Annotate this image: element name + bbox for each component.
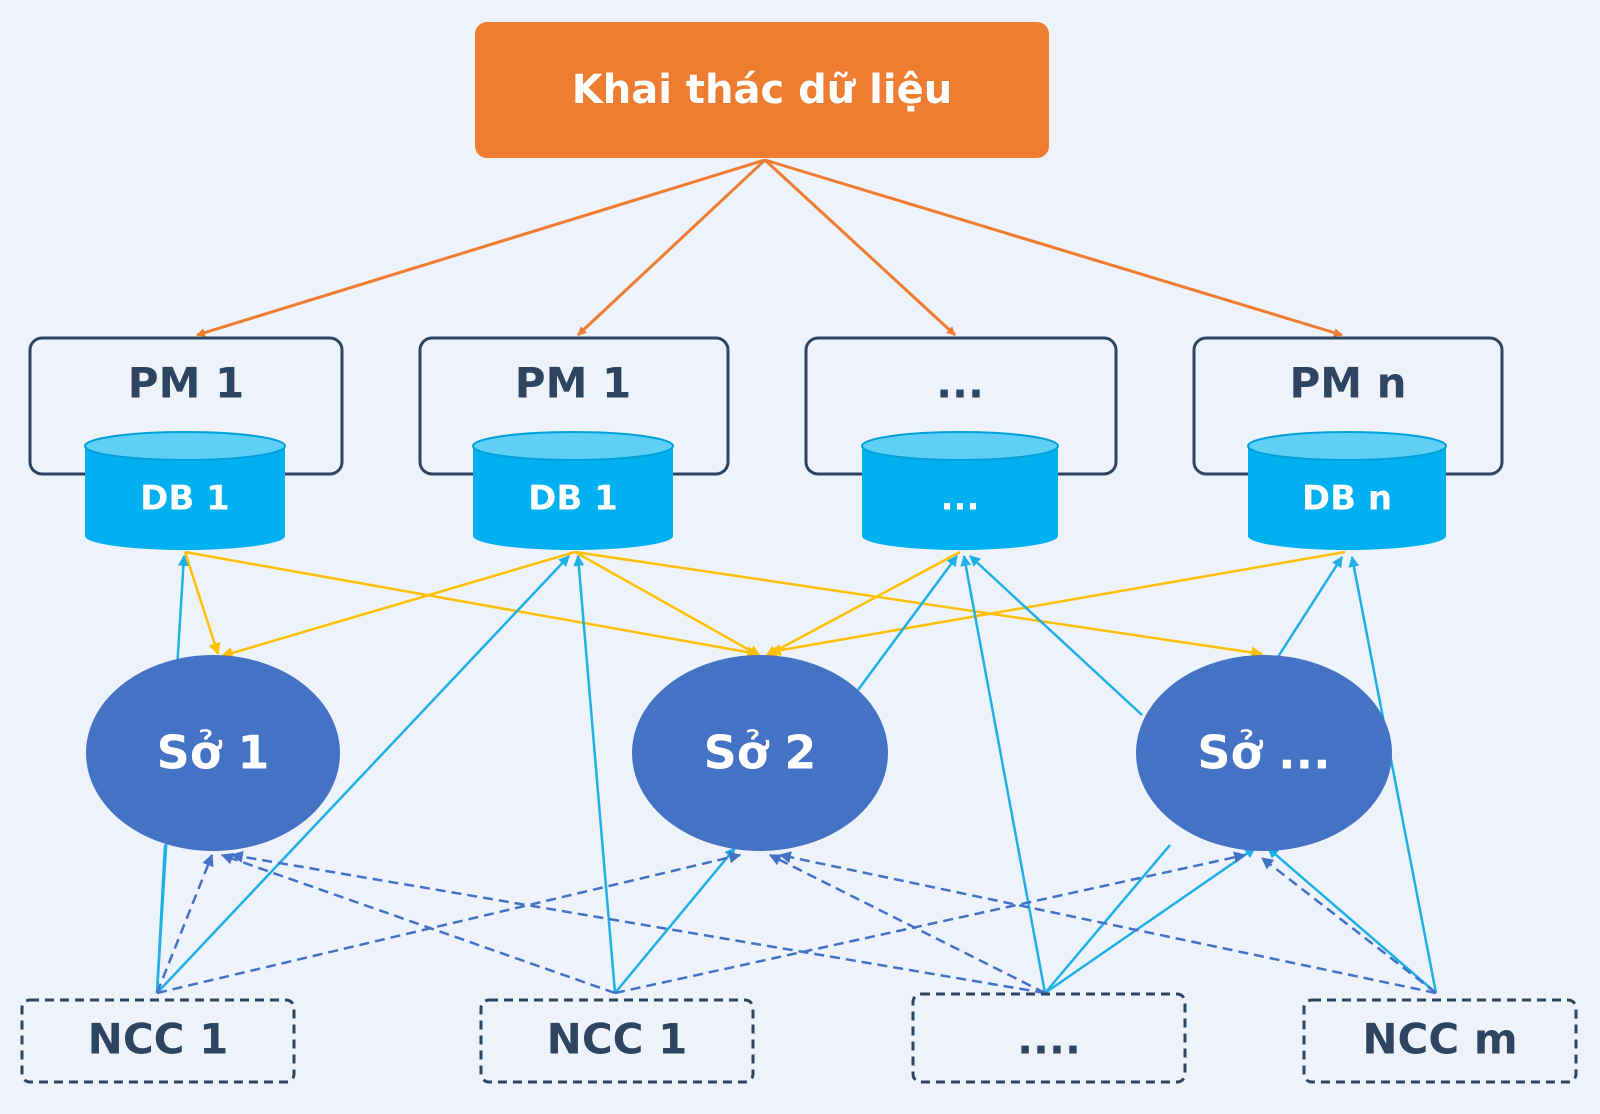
db-label: DB n: [1302, 479, 1392, 519]
supplier-box: [20, 998, 296, 1084]
ncc2-to-so3-dashed: [614, 851, 1247, 995]
supplier-node-2: NCC 1: [479, 998, 755, 1084]
ncc3-to-so3-arrow: [1044, 844, 1171, 994]
data-mining-box: [475, 22, 1049, 158]
ncc1-to-db2-arrow: [156, 555, 570, 994]
database-cylinder: [861, 431, 1059, 550]
db-label: ...: [941, 479, 980, 519]
db-label: DB 1: [140, 479, 230, 519]
database-cylinder: [1247, 431, 1447, 550]
db3-to-so2-arrow: [764, 550, 961, 658]
software-node-n: PM n DB n: [1192, 336, 1504, 550]
db-to-department-arrows: [183, 550, 1346, 659]
db-n-to-so2-arrow: [768, 550, 1346, 657]
ncc-m-to-so2-dashed: [778, 851, 1437, 995]
department-label: Sở ...: [1197, 726, 1330, 780]
supplier-label: NCC 1: [547, 1015, 688, 1064]
ncc1-to-so2-dashed: [156, 851, 742, 995]
data-mining-label: Khai thác dữ liệu: [572, 67, 952, 113]
db2-to-so3-arrow: [574, 550, 1264, 659]
ncc1-to-so1-arrow: [155, 844, 167, 994]
top-arrow-pm-n: [764, 158, 1343, 337]
pm-label: PM n: [1289, 359, 1406, 408]
db-label: DB 1: [528, 479, 618, 519]
db2-to-so2-arrow: [574, 550, 762, 658]
supplier-node-1: NCC 1: [20, 998, 296, 1084]
data-mining-node: Khai thác dữ liệu: [475, 22, 1049, 158]
so3-to-db3-arrow: [969, 555, 1143, 716]
supplier-to-department-solid-arrows: [155, 844, 1437, 995]
ncc-m-to-so3-dashed: [1261, 857, 1437, 994]
department-label: Sở 1: [157, 726, 270, 780]
db1-to-so1-arrow: [183, 551, 221, 656]
department-node-1: Sở 1: [86, 655, 340, 851]
software-node-2: PM 1 DB 1: [418, 336, 730, 550]
department-label: Sở 2: [704, 726, 817, 780]
supplier-box: [1302, 998, 1578, 1084]
ncc3-to-so1-dashed: [230, 850, 1046, 995]
supplier-box: [911, 992, 1187, 1084]
top-arrow-pm-3: [763, 158, 957, 337]
pm-label: ...: [936, 359, 984, 408]
supplier-box: [479, 998, 755, 1084]
supplier-node-m: NCC m: [1302, 998, 1578, 1084]
department-circle: [1136, 655, 1392, 851]
supplier-label: NCC 1: [88, 1015, 229, 1064]
ncc3-to-so3b-arrow: [1044, 846, 1256, 995]
supplier-node-3: ....: [911, 992, 1187, 1084]
department-circle: [86, 655, 340, 851]
software-node-1: PM 1 DB 1: [28, 336, 344, 550]
database-cylinder: [84, 431, 286, 550]
ncc-m-to-db-n-arrow: [1348, 555, 1438, 994]
ncc2-to-so1-dashed: [220, 852, 616, 995]
database-cylinder: [472, 431, 674, 550]
ncc2-to-so2-arrow: [614, 847, 736, 994]
ncc3-to-so2-dashed: [768, 853, 1046, 995]
ncc1-to-so1-dashed: [155, 853, 214, 994]
pm-label: PM 1: [515, 359, 631, 408]
department-node-3: Sở ...: [1136, 655, 1392, 851]
top-arrow-pm-2: [576, 158, 767, 337]
ncc2-to-db2-arrow: [573, 554, 617, 994]
department-circle: [632, 655, 888, 851]
so3-to-db-n-arrow: [1274, 556, 1344, 661]
db2-to-so1-arrow: [220, 550, 576, 659]
ncc3-to-db3-arrow: [960, 554, 1047, 994]
top-to-software-arrows: [196, 158, 1343, 337]
supplier-to-department-dashed-arrows: [155, 850, 1437, 995]
top-arrow-pm-1: [196, 158, 766, 337]
ncc-m-to-so3-arrow: [1267, 847, 1437, 994]
db1-to-so2-arrow: [184, 550, 760, 659]
department-node-2: Sở 2: [632, 655, 888, 851]
pm-label: PM 1: [128, 359, 244, 408]
software-node-3: ... ...: [804, 336, 1118, 550]
supplier-label: NCC m: [1362, 1015, 1517, 1064]
supplier-label: ....: [1017, 1015, 1081, 1064]
so2-to-db3-arrow: [856, 555, 959, 691]
